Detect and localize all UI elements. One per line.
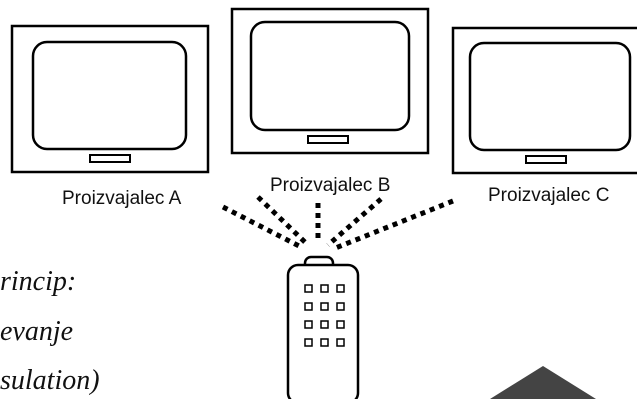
- ray-far-left: [221, 204, 303, 250]
- tv-label-c: Proizvajalec C: [488, 185, 610, 206]
- principle-line-1: rincip:: [0, 266, 77, 297]
- remote-buttons: [304, 284, 345, 347]
- remote-button: [304, 302, 313, 311]
- remote-button: [320, 302, 329, 311]
- remote-button: [336, 302, 345, 311]
- tv-b: [230, 7, 430, 155]
- tv-label-a: Proizvajalec A: [62, 188, 182, 209]
- remote-button: [304, 320, 313, 329]
- ray-left: [256, 195, 310, 247]
- infrared-rays: [221, 195, 454, 252]
- tv-c: [451, 26, 637, 175]
- next-arrow-shape: [490, 366, 596, 399]
- tv-a: [10, 24, 210, 174]
- remote-button: [320, 320, 329, 329]
- remote-button: [320, 284, 329, 293]
- remote-control: [286, 255, 360, 404]
- remote-button: [304, 338, 313, 347]
- principle-line-2: evanje: [0, 316, 74, 347]
- remote-button: [304, 284, 313, 293]
- remote-button: [320, 338, 329, 347]
- ray-right: [326, 197, 383, 247]
- remote-button: [336, 338, 345, 347]
- remote-button: [336, 284, 345, 293]
- remote-button: [336, 320, 345, 329]
- principle-line-3: sulation): [0, 365, 100, 396]
- tv-label-b: Proizvajalec B: [270, 175, 391, 196]
- ray-far-right: [332, 198, 454, 252]
